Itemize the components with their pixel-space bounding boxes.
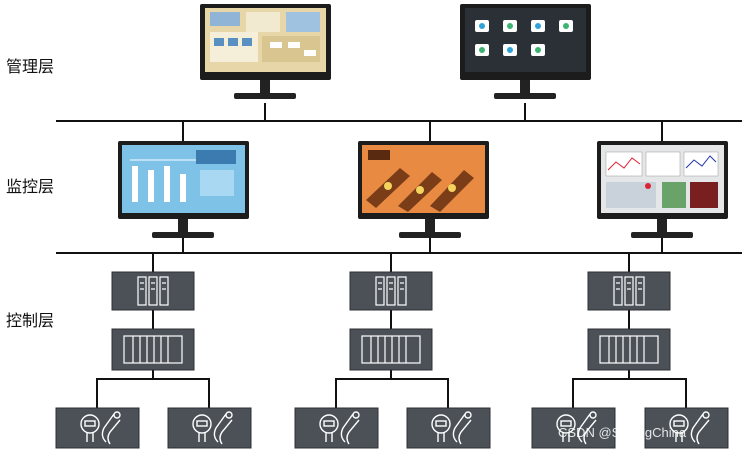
io-module-3 xyxy=(587,328,671,371)
management-monitor-2 xyxy=(460,4,591,99)
layer-label-management: 管理层 xyxy=(6,57,54,76)
field-devices xyxy=(55,407,729,449)
sensor-transmitter-icon xyxy=(192,411,233,445)
watermark: CSDN @SoftingChina xyxy=(558,425,687,440)
layer-label-monitoring: 监控层 xyxy=(6,177,54,196)
management-monitor-1 xyxy=(200,4,331,99)
io-rack-icon xyxy=(361,335,421,364)
field-device-3 xyxy=(294,407,379,449)
layer-label-control: 控制层 xyxy=(6,311,54,330)
controller-icon xyxy=(375,276,407,306)
sensor-transmitter-icon xyxy=(669,411,710,445)
sensor-transmitter-icon xyxy=(431,411,472,445)
io-module-2 xyxy=(349,328,433,371)
controller-unit-3 xyxy=(587,271,671,311)
sensor-transmitter-icon xyxy=(80,411,121,445)
control-connectors xyxy=(96,253,687,408)
io-rack-icon xyxy=(123,335,183,364)
io-rack-icon xyxy=(599,335,659,364)
sensor-transmitter-icon xyxy=(556,411,597,445)
controller-unit-1 xyxy=(111,271,195,311)
monitoring-monitor-1 xyxy=(118,141,249,238)
sensor-transmitter-icon xyxy=(319,411,360,445)
monitoring-monitor-2 xyxy=(358,141,489,238)
field-device-4 xyxy=(406,407,491,449)
field-device-2 xyxy=(167,407,252,449)
controller-icon xyxy=(613,276,645,306)
monitoring-monitor-3 xyxy=(597,141,728,238)
field-device-6 xyxy=(644,407,729,449)
io-module-1 xyxy=(111,328,195,371)
controller-icon xyxy=(137,276,169,306)
field-device-5 xyxy=(531,407,616,449)
controller-unit-2 xyxy=(349,271,433,311)
field-device-1 xyxy=(55,407,140,449)
